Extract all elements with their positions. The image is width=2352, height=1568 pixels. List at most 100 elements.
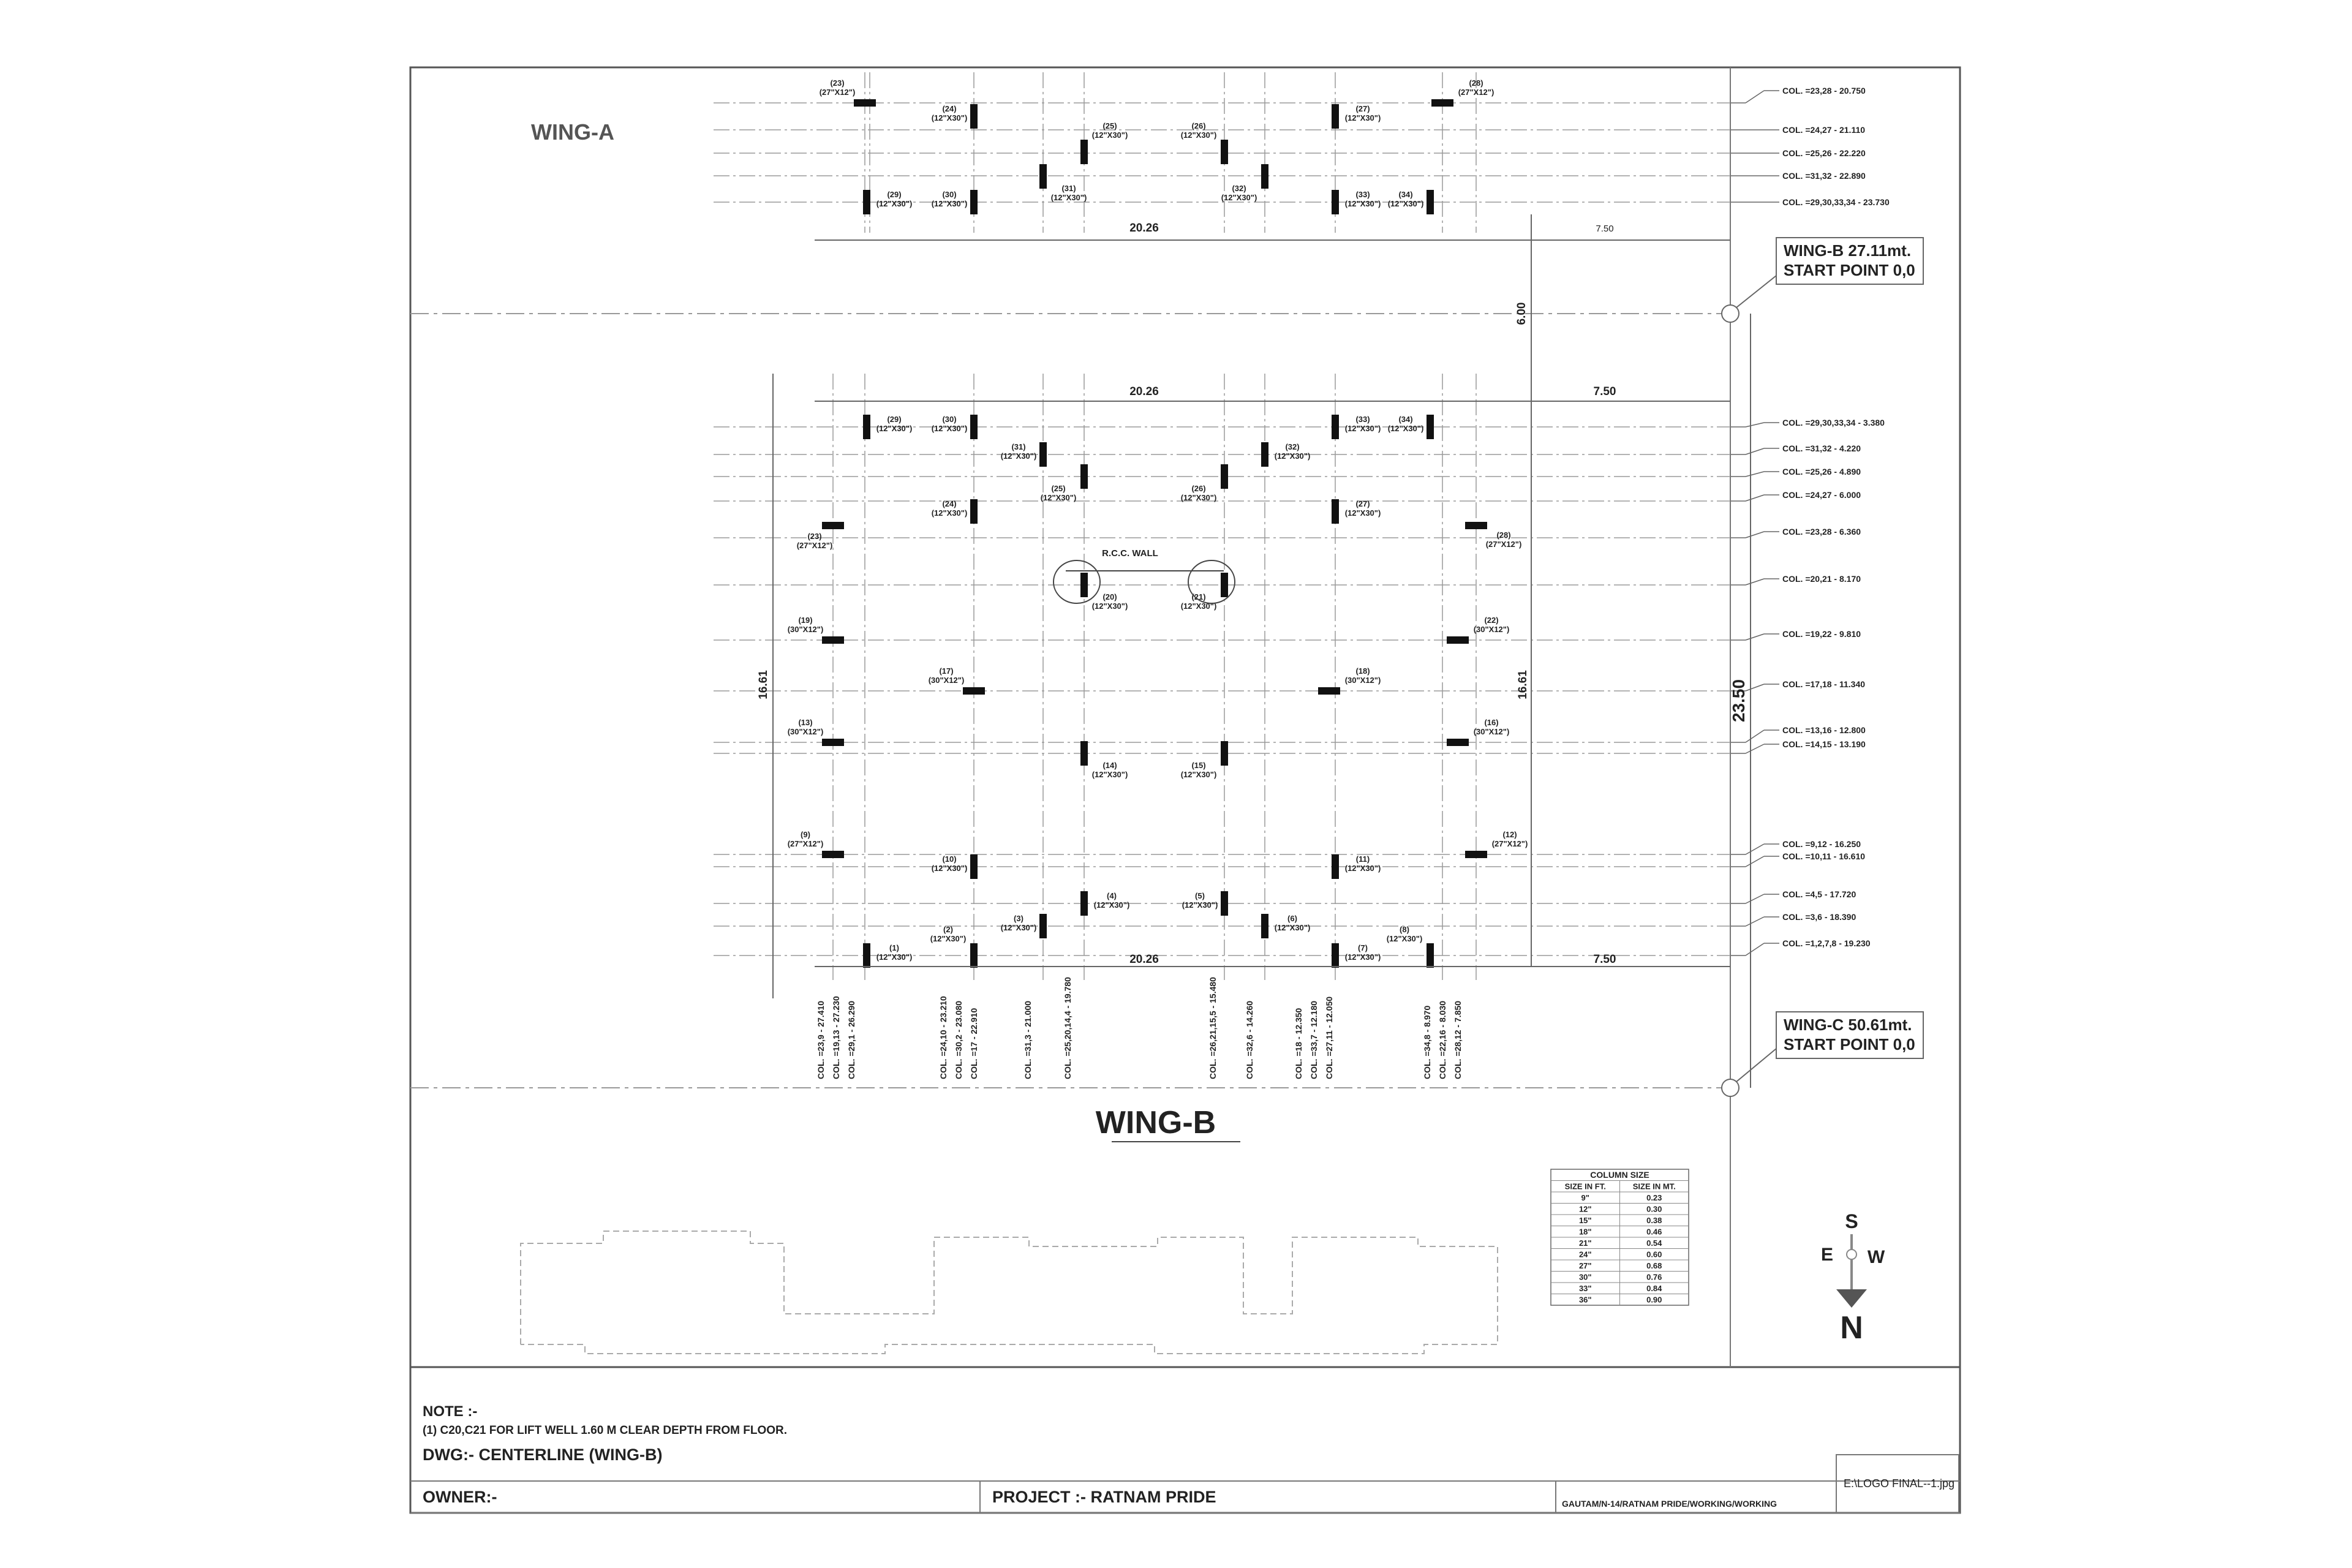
compass-north: N: [1840, 1310, 1863, 1346]
column-mark: [970, 190, 978, 214]
column-id-label: (16): [1484, 718, 1498, 727]
size-table-cell: 0.76: [1646, 1273, 1662, 1282]
logo-box: [1836, 1454, 1959, 1513]
wing-c-start-leader: [1736, 1048, 1777, 1082]
column-mark: [1039, 914, 1047, 938]
level-leader: [1745, 90, 1765, 104]
size-table-cell: 24": [1579, 1250, 1592, 1259]
wing-b-start-line1: WING-B 27.11mt.: [1784, 241, 1911, 260]
note-heading: NOTE :-: [423, 1403, 477, 1420]
size-table-cell: 27": [1579, 1261, 1592, 1270]
column-mark: [1427, 415, 1434, 439]
column-id-label: (29): [887, 190, 901, 199]
compass-west: W: [1868, 1247, 1885, 1267]
column-size-label: (30"X12"): [929, 676, 965, 685]
column-id-label: (5): [1195, 891, 1205, 900]
dim-gap: 6.00: [1515, 303, 1528, 325]
column-id-label: (33): [1355, 190, 1370, 199]
column-size-label: (12"X30"): [1345, 424, 1381, 433]
size-table-header: SIZE IN FT.: [1565, 1182, 1606, 1191]
column-mark: [970, 943, 978, 968]
column-size-label: (12"X30"): [1275, 923, 1311, 932]
compass: S E W N: [1821, 1210, 1885, 1346]
column-mark: [822, 522, 844, 529]
column-mark: [970, 104, 978, 129]
level-label: COL. =17,18 - 11.340: [1782, 679, 1865, 689]
wing-b-start-marker: [1721, 304, 1740, 323]
size-table-cell: 0.38: [1646, 1216, 1662, 1225]
dimension-lines: [772, 214, 1751, 1088]
column-id-label: (8): [1400, 925, 1409, 934]
level-leader: [1745, 943, 1765, 956]
column-size-label: (12"X30"): [1092, 770, 1128, 779]
bottom-level-label: COL. =33,7 - 12.180: [1309, 1001, 1319, 1079]
level-label: COL. =29,30,33,34 - 3.380: [1782, 418, 1885, 428]
dim-span-left-mid: 20.26: [1129, 385, 1159, 398]
wing-a-title: WING-A: [531, 119, 614, 145]
bottom-level-label: COL. =17 - 22.910: [969, 1008, 979, 1079]
column-mark: [822, 739, 844, 746]
level-label: COL. =9,12 - 16.250: [1782, 839, 1861, 849]
column-mark: [1221, 140, 1228, 164]
column-id-label: (26): [1191, 121, 1205, 130]
column-size-label: (12"X30"): [1181, 493, 1217, 502]
logo-filename: E:\LOGO FINAL--1.jpg: [1844, 1477, 1954, 1490]
column-size-label: (27"X12"): [788, 839, 824, 848]
size-table-cell: 0.23: [1646, 1193, 1662, 1202]
size-table-cell: 0.68: [1646, 1261, 1662, 1270]
column-mark: [1221, 573, 1228, 597]
column-mark: [1039, 164, 1047, 189]
column-id-label: (11): [1356, 854, 1370, 864]
project-label: PROJECT :- RATNAM PRIDE: [992, 1488, 1216, 1506]
column-id-label: (30): [942, 415, 956, 424]
column-id-label: (24): [942, 499, 956, 508]
wing-b-start-leader: [1736, 275, 1777, 308]
bottom-level-label: COL. =30,2 - 23.080: [954, 1001, 963, 1079]
column-size-label: (12"X30"): [876, 199, 913, 208]
column-mark: [863, 190, 870, 214]
column-mark: [1080, 140, 1088, 164]
compass-east: E: [1821, 1245, 1833, 1265]
level-leader: [1745, 471, 1765, 477]
column-size-label: (12"X30"): [1275, 451, 1311, 461]
column-id-label: (27): [1355, 104, 1370, 113]
column-id-label: (22): [1484, 616, 1498, 625]
level-leader: [1745, 494, 1765, 502]
dim-height-left: 16.61: [757, 670, 770, 699]
column-mark: [1318, 687, 1340, 695]
column-mark: [1332, 854, 1339, 879]
size-table-cell: 30": [1579, 1273, 1592, 1282]
column-id-label: (10): [942, 854, 956, 864]
column-mark: [1221, 464, 1228, 489]
dim-span-left-bottom: 20.26: [1129, 953, 1159, 966]
column-id-label: (7): [1358, 943, 1368, 952]
column-id-label: (4): [1107, 891, 1117, 900]
size-table-cell: 0.30: [1646, 1205, 1662, 1214]
bottom-level-label: COL. =26,21,15,5 - 15.480: [1208, 977, 1218, 1079]
column-mark: [1080, 573, 1088, 597]
column-id-label: (1): [889, 943, 899, 952]
wing-c-start-line2: START POINT 0,0: [1784, 1035, 1915, 1054]
column-size-label: (12"X30"): [932, 864, 968, 873]
wing-b-start-line2: START POINT 0,0: [1784, 261, 1915, 279]
column-id-label: (2): [943, 925, 953, 934]
column-mark: [1221, 891, 1228, 916]
wing-b-start-box: [1776, 237, 1924, 285]
size-table-header: SIZE IN MT.: [1633, 1182, 1676, 1191]
column-id-label: (30): [942, 190, 956, 199]
compass-south: S: [1845, 1210, 1858, 1232]
column-mark: [1465, 522, 1487, 529]
bottom-level-label: COL. =22,16 - 8.030: [1438, 1001, 1447, 1079]
wing-c-start-box: [1776, 1011, 1924, 1059]
level-label: COL. =31,32 - 22.890: [1782, 171, 1866, 181]
size-table-cell: 36": [1579, 1295, 1592, 1305]
column-size-label: (12"X30"): [1388, 199, 1424, 208]
column-size-label: (12"X30"): [932, 508, 968, 518]
column-size-label: (12"X30"): [1345, 199, 1381, 208]
column-size-label: (30"X12"): [788, 727, 824, 736]
size-table-cell: 0.46: [1646, 1227, 1662, 1237]
owner-label: OWNER:-: [423, 1488, 497, 1506]
column-mark: [863, 415, 870, 439]
column-id-label: (28): [1496, 530, 1510, 540]
